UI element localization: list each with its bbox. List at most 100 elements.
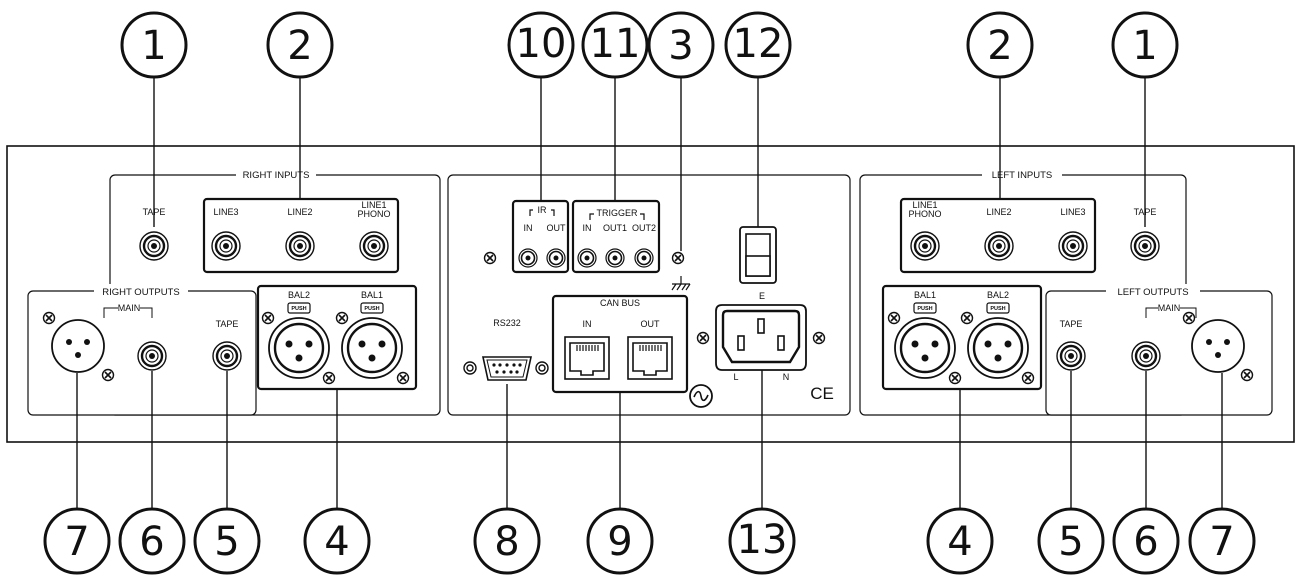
callout-bottom-4: 4: [926, 507, 994, 575]
callout-top-1: 1: [1111, 11, 1179, 79]
right-outputs-header: RIGHT OUTPUTS: [102, 287, 179, 298]
svg-text:2: 2: [987, 23, 1012, 69]
svg-text:11: 11: [590, 21, 641, 67]
callout-bottom-13: 13: [728, 507, 796, 575]
screw-icon: [261, 311, 275, 325]
ground-screw-icon[interactable]: [671, 251, 685, 265]
can-bus-label: CAN BUS: [600, 298, 640, 308]
callout-top-2: 2: [266, 11, 334, 79]
screw-icon: [322, 371, 336, 385]
trigger-out1-jack[interactable]: [605, 248, 625, 268]
callout-bottom-5: 5: [1037, 507, 1105, 575]
callout-bottom-6: 6: [1112, 507, 1180, 575]
left-tape-out-jack[interactable]: [1055, 340, 1087, 372]
iec-power-inlet[interactable]: [715, 304, 807, 371]
right-main-xlr-out[interactable]: [51, 319, 105, 373]
screw-icon: [396, 371, 410, 385]
callout-bottom-9: 9: [586, 507, 654, 575]
left-main-xlr-out[interactable]: [1191, 319, 1245, 373]
right-main-label: MAIN: [118, 303, 141, 313]
callout-top-12: 12: [724, 11, 792, 79]
svg-text:1: 1: [141, 23, 166, 69]
left-bal2-label: BAL2: [987, 290, 1009, 300]
svg-text:7: 7: [1209, 519, 1234, 565]
svg-text:8: 8: [494, 519, 519, 565]
can-in-port[interactable]: [564, 336, 610, 380]
center-panel: [447, 174, 851, 416]
svg-text:10: 10: [516, 21, 567, 67]
svg-text:5: 5: [1058, 519, 1083, 565]
left-inputs-header: LEFT INPUTS: [992, 170, 1053, 181]
can-out-port[interactable]: [627, 336, 673, 380]
left-line2-jack[interactable]: [983, 230, 1015, 262]
right-line2-jack[interactable]: [284, 230, 316, 262]
right-bal1-xlr[interactable]: [340, 316, 404, 380]
left-phono-label: PHONO: [908, 209, 941, 219]
right-line1-jack[interactable]: [358, 230, 390, 262]
right-tape-in-jack[interactable]: [138, 230, 170, 262]
screw-icon: [1021, 371, 1035, 385]
ir-out-jack[interactable]: [546, 248, 566, 268]
trigger-in-jack[interactable]: [577, 248, 597, 268]
svg-text:6: 6: [139, 519, 164, 565]
left-bal1-label: BAL1: [914, 290, 936, 300]
chassis-ground-icon: [671, 276, 691, 291]
callout-bottom-7: 7: [43, 507, 111, 575]
ir-in-label: IN: [524, 223, 533, 233]
left-bal2-xlr[interactable]: [966, 316, 1030, 380]
ir-in-jack[interactable]: [518, 248, 538, 268]
can-in-label: IN: [583, 319, 592, 329]
left-tape-in-jack[interactable]: [1129, 230, 1161, 262]
right-phono-label: PHONO: [357, 209, 390, 219]
left-line3-jack[interactable]: [1057, 230, 1089, 262]
ir-label: IR: [538, 205, 548, 215]
left-balanced-group: [881, 284, 1043, 391]
left-line3-label: LINE3: [1060, 207, 1085, 217]
svg-text:13: 13: [737, 517, 788, 563]
left-line1-jack[interactable]: [909, 230, 941, 262]
rs232-port[interactable]: [482, 356, 532, 381]
screw-icon: [101, 368, 115, 382]
callout-bottom-4: 4: [303, 507, 371, 575]
iec-earth-label: E: [759, 291, 765, 301]
callout-bottom-6: 6: [118, 507, 186, 575]
left-outputs-header: LEFT OUTPUTS: [1117, 287, 1188, 298]
callout-top-3: 3: [647, 11, 715, 79]
can-out-label: OUT: [641, 319, 661, 329]
trigger-out2-jack[interactable]: [634, 248, 654, 268]
svg-text:4: 4: [947, 519, 972, 565]
ir-out-label: OUT: [547, 223, 567, 233]
right-bal2-xlr[interactable]: [267, 316, 331, 380]
right-line3-jack[interactable]: [210, 230, 242, 262]
svg-text:2: 2: [287, 23, 312, 69]
screw-icon: [42, 311, 56, 325]
callout-bottom-8: 8: [473, 507, 541, 575]
right-tape-out-label: TAPE: [216, 319, 239, 329]
left-bal1-xlr[interactable]: [893, 316, 957, 380]
left-main-rca-out[interactable]: [1130, 340, 1162, 372]
svg-text:3: 3: [668, 23, 693, 69]
right-tape-out-jack[interactable]: [211, 340, 243, 372]
callout-top-11: 11: [581, 11, 649, 79]
right-bal1-label: BAL1: [361, 290, 383, 300]
screw-icon: [960, 311, 974, 325]
left-bal1-push-label: PUSH: [917, 306, 932, 312]
left-main-label: MAIN: [1158, 303, 1181, 313]
power-switch[interactable]: [739, 226, 777, 284]
svg-text:7: 7: [64, 519, 89, 565]
right-line1-label: LINE1: [361, 200, 386, 210]
svg-text:1: 1: [1132, 23, 1157, 69]
right-line3-label: LINE3: [213, 207, 238, 217]
callout-bottom-5: 5: [193, 507, 261, 575]
left-line2-label: LINE2: [986, 207, 1011, 217]
right-inputs-header: RIGHT INPUTS: [243, 170, 310, 181]
right-bal2-label: BAL2: [288, 290, 310, 300]
right-main-rca-out[interactable]: [136, 340, 168, 372]
right-line-group: [202, 197, 400, 274]
callout-top-1: 1: [120, 11, 188, 79]
screw-icon: [887, 311, 901, 325]
screw-icon: [812, 331, 826, 345]
